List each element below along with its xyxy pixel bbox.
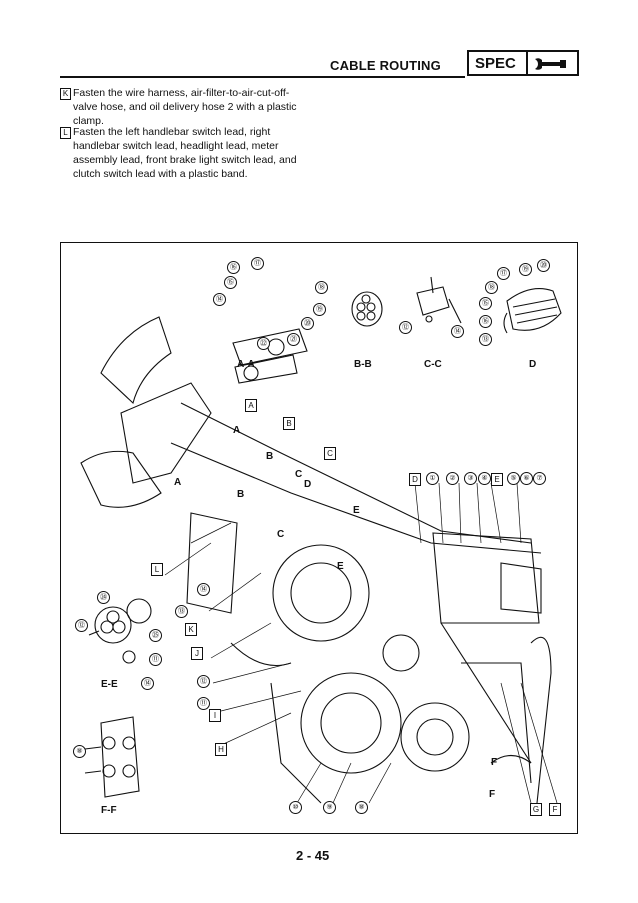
- ref-box-f: F: [549, 803, 561, 816]
- callout-11: ⑪: [149, 653, 162, 666]
- cut-letter-a: A: [233, 425, 241, 436]
- callout-4: ④: [478, 472, 491, 485]
- callout-12: ⑫: [399, 321, 412, 334]
- note-key: L: [60, 127, 71, 139]
- callout-13: ⑬: [479, 333, 492, 346]
- callout-2: ②: [446, 472, 459, 485]
- callout-25: ㉕: [149, 629, 162, 642]
- callout-14: ⑭: [213, 293, 226, 306]
- callout-9: ⑨: [323, 801, 336, 814]
- note-text: Fasten the left handlebar switch lead, r…: [73, 126, 297, 180]
- callout-8: ⑧: [73, 745, 86, 758]
- callout-12: ⑫: [75, 619, 88, 632]
- section-cc-detail: [416, 276, 462, 324]
- ref-box-l: L: [151, 563, 163, 576]
- ref-box-k: K: [185, 623, 197, 636]
- cut-letter-a: A: [174, 477, 182, 488]
- section-aa-detail: [232, 328, 308, 384]
- callout-19: ⑲: [519, 263, 532, 276]
- section-label-cc: C-C: [424, 359, 442, 370]
- cut-letter-b: B: [266, 451, 274, 462]
- cable-routing-diagram: A-A B-B C-C D E-E F-F A A B B C C D E E …: [60, 242, 578, 834]
- section-d-detail: [503, 288, 562, 334]
- section-ff-detail: [84, 716, 140, 798]
- callout-16: ⑯: [227, 261, 240, 274]
- cut-letter-d: D: [304, 479, 312, 490]
- callout-14: ⑭: [197, 583, 210, 596]
- section-bb-detail: [351, 291, 383, 327]
- ref-box-d: D: [409, 473, 421, 486]
- callout-16: ⑯: [479, 315, 492, 328]
- cut-letter-f: F: [489, 789, 496, 800]
- ref-box-a: A: [245, 399, 257, 412]
- page-number: 2 - 45: [296, 848, 330, 863]
- ref-box-b: B: [283, 417, 295, 430]
- callout-14: ⑭: [141, 677, 154, 690]
- ref-box-i: I: [209, 709, 221, 722]
- callout-22: ㉒: [257, 337, 270, 350]
- cut-letter-f: F: [491, 757, 498, 768]
- callout-18: ⑱: [315, 281, 328, 294]
- callout-1: ①: [426, 472, 439, 485]
- cut-letter-e: E: [337, 561, 344, 572]
- callout-24: ㉔: [97, 591, 110, 604]
- spec-badge: SPEC: [467, 50, 579, 76]
- section-label-ff: F-F: [101, 805, 117, 816]
- callout-19: ⑲: [313, 303, 326, 316]
- callout-5: ⑤: [507, 472, 520, 485]
- callout-20: ⑳: [301, 317, 314, 330]
- ref-box-g: G: [530, 803, 542, 816]
- header-rule: [60, 76, 465, 78]
- callout-6: ⑥: [520, 472, 533, 485]
- ref-box-h: H: [215, 743, 227, 756]
- cut-letter-e: E: [353, 505, 360, 516]
- callout-17: ⑰: [497, 267, 510, 280]
- callout-17: ⑰: [251, 257, 264, 270]
- leader-lines: [164, 482, 558, 804]
- section-ee-detail: [88, 598, 152, 664]
- callout-12: ⑫: [197, 675, 210, 688]
- section-label-bb: B-B: [354, 359, 372, 370]
- note-k: K Fasten the wire harness, air-filter-to…: [60, 86, 310, 128]
- diagram-drawing: [80, 276, 562, 804]
- callout-10: ⑩: [289, 801, 302, 814]
- spec-label: SPEC: [475, 55, 516, 72]
- callout-21: ㉑: [287, 333, 300, 346]
- callout-8: ⑧: [355, 801, 368, 814]
- section-title: CABLE ROUTING: [330, 58, 441, 73]
- main-assembly: [80, 316, 552, 804]
- callout-13: ⑬: [175, 605, 188, 618]
- callout-7: ⑦: [533, 472, 546, 485]
- wrench-icon: [533, 56, 569, 77]
- section-label-ee: E-E: [101, 679, 118, 690]
- note-text: Fasten the wire harness, air-filter-to-a…: [73, 87, 297, 127]
- ref-box-c: C: [324, 447, 336, 460]
- callout-20: ⑳: [537, 259, 550, 272]
- ref-box-j: J: [191, 647, 203, 660]
- cut-letter-b: B: [237, 489, 245, 500]
- note-l: L Fasten the left handlebar switch lead,…: [60, 125, 310, 181]
- callout-3: ③: [464, 472, 477, 485]
- cut-letter-c: C: [277, 529, 285, 540]
- note-key: K: [60, 88, 71, 100]
- callout-11: ⑪: [197, 697, 210, 710]
- ref-box-e: E: [491, 473, 503, 486]
- cut-letter-c: C: [295, 469, 303, 480]
- section-label-aa: A-A: [237, 359, 255, 370]
- callout-15: ⑮: [224, 276, 237, 289]
- section-label-d: D: [529, 359, 537, 370]
- callout-15: ⑮: [479, 297, 492, 310]
- callout-18: ⑱: [485, 281, 498, 294]
- spec-divider: [526, 52, 528, 74]
- callout-14: ⑭: [451, 325, 464, 338]
